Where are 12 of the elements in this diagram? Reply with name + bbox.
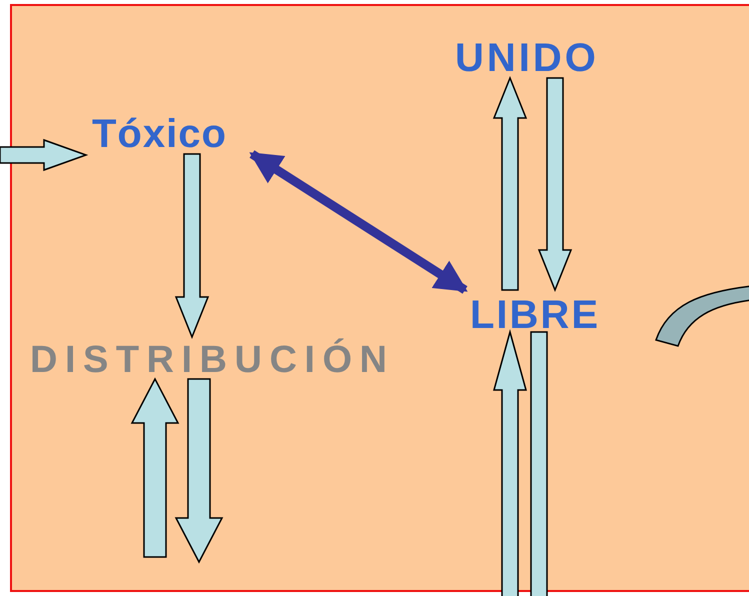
block-arrow	[174, 153, 210, 340]
block-arrow	[174, 378, 224, 564]
block-arrow	[0, 138, 88, 172]
block-arrow	[493, 329, 527, 596]
block-arrow	[492, 76, 528, 291]
block-bar	[530, 331, 548, 596]
stage-label: UNIDO	[455, 38, 599, 78]
block-arrow	[130, 377, 180, 558]
stage-label: LIBRE	[470, 295, 600, 335]
double-arrow	[249, 150, 468, 294]
stage-label: Tóxico	[92, 114, 227, 154]
block-arrow	[538, 77, 572, 292]
